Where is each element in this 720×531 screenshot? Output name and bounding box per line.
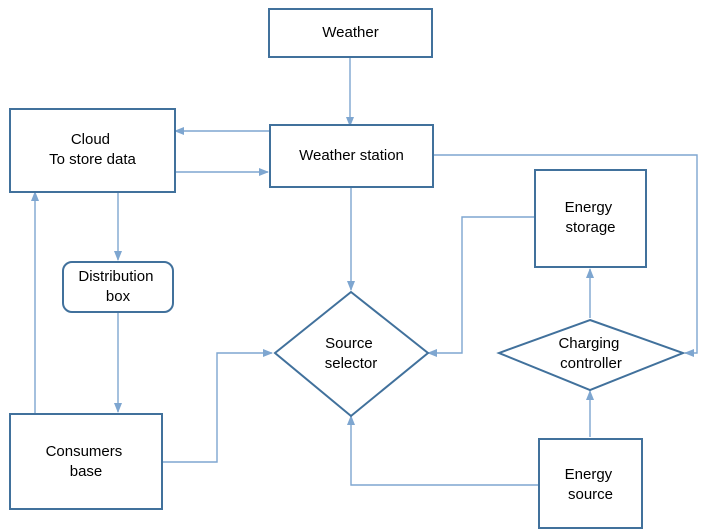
node-weather-label: Weather	[322, 24, 378, 41]
node-energy-storage-label: Energy storage	[565, 199, 617, 236]
arrow-consumers-to-source-selector	[162, 349, 273, 463]
node-source-selector: Source selector	[273, 290, 430, 418]
node-energy-storage: Energy storage	[534, 169, 647, 268]
arrow-station-to-charging-controller	[433, 154, 698, 357]
node-consumers-base-label: Consumers base	[46, 443, 127, 480]
arrow-energy-source-to-source-selector	[347, 415, 538, 486]
node-charging-controller: Charging controller	[496, 318, 686, 392]
node-weather-station-label: Weather station	[299, 147, 404, 164]
node-weather: Weather	[268, 8, 433, 58]
arrow-storage-to-source-selector	[427, 216, 535, 357]
node-charging-controller-label: Charging controller	[558, 335, 623, 372]
node-source-selector-label: Source selector	[325, 335, 378, 372]
node-consumers-base: Consumers base	[9, 413, 163, 510]
connectors	[31, 57, 698, 486]
node-energy-source-label: Energy source	[565, 466, 617, 503]
node-distribution-box-label: Distribution box	[78, 268, 157, 305]
node-weather-station: Weather station	[269, 124, 434, 188]
node-cloud: Cloud To store data	[9, 108, 176, 193]
node-distribution-box: Distribution box	[62, 261, 174, 313]
node-energy-source: Energy source	[538, 438, 643, 529]
node-cloud-label: Cloud To store data	[49, 131, 136, 168]
